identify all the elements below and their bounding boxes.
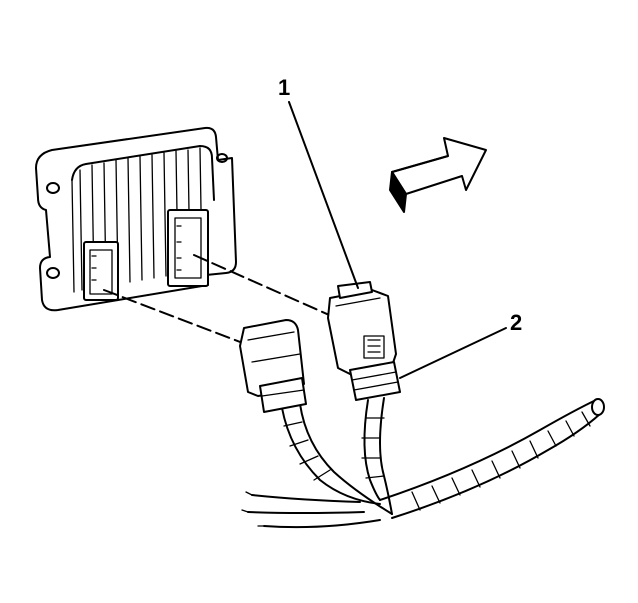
direction-arrow <box>389 137 487 213</box>
wire-harness <box>241 397 605 529</box>
harness-connector-right <box>327 281 401 401</box>
callout-1: 1 <box>278 75 359 289</box>
harness-connector-left <box>239 319 307 413</box>
module-socket-left <box>83 241 119 301</box>
control-module <box>35 126 237 312</box>
module-socket-right <box>167 209 209 287</box>
alignment-lines <box>103 254 337 346</box>
callout-2: 2 <box>399 310 522 379</box>
harness-wrap-bands <box>411 411 591 511</box>
callout-2-label: 2 <box>510 310 522 335</box>
callout-1-label: 1 <box>278 75 290 100</box>
